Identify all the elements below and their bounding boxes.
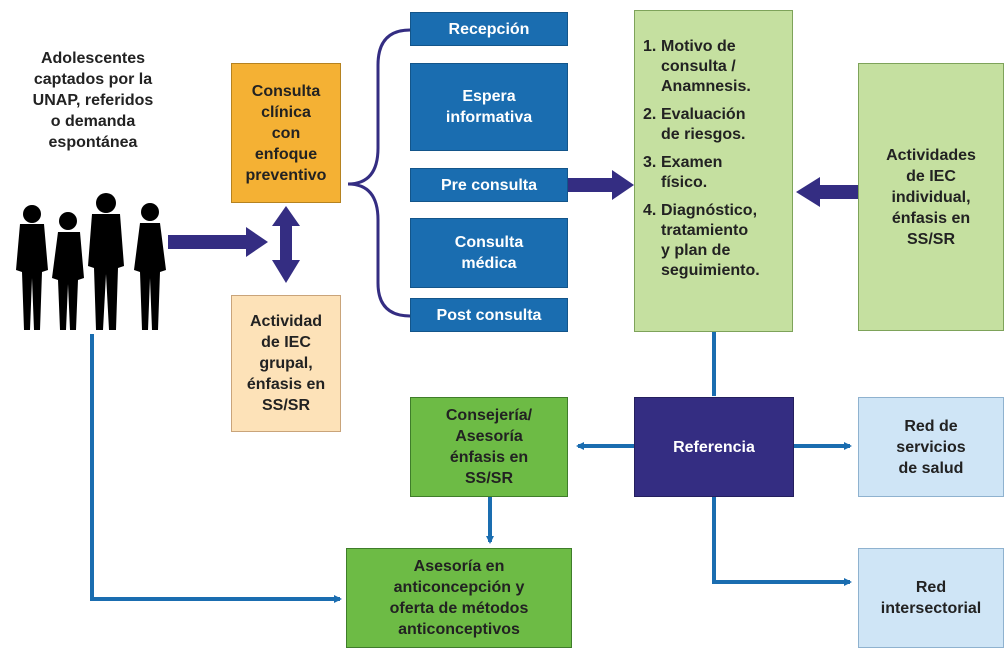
consulta-clinica-box[interactable]: Consulta clínica con enfoque preventivo (231, 63, 341, 203)
arrow-people-to-consulta (168, 227, 268, 257)
espera-informativa-label: Espera informativa (445, 88, 533, 126)
procedure-list-box[interactable]: 1. Motivo de consulta / Anamnesis. 2. Ev… (634, 10, 793, 332)
arrow-referencia-to-red-intersectorial (712, 496, 852, 586)
adolescents-silhouette-icon (16, 193, 166, 330)
pre-consulta-box[interactable]: Pre consulta (410, 168, 568, 202)
procedure-item-text: Diagnóstico, tratamiento y plan de segui… (661, 202, 760, 279)
procedure-item-number: 3. (643, 154, 657, 171)
actividades-individual-label: Actividades de IEC individual, énfasis e… (886, 146, 976, 248)
curly-bracket (347, 28, 411, 318)
referencia-box[interactable]: Referencia (634, 397, 794, 497)
procedure-item-number: 4. (643, 202, 657, 219)
procedure-item: 1. Motivo de consulta / Anamnesis. (643, 37, 786, 97)
post-consulta-box[interactable]: Post consulta (410, 298, 568, 332)
actividades-individual-box[interactable]: Actividades de IEC individual, énfasis e… (858, 63, 1004, 331)
procedure-item: 2. Evaluación de riesgos. (643, 105, 786, 145)
procedure-item-text: Evaluación de riesgos. (661, 106, 746, 143)
red-intersectorial-label: Red intersectorial (880, 579, 982, 617)
consulta-clinica-label: Consulta clínica con enfoque preventivo (245, 82, 327, 184)
consejeria-label: Consejería/ Asesoría énfasis en SS/SR (445, 407, 533, 487)
procedure-item: 4. Diagnóstico, tratamiento y plan de se… (643, 201, 786, 281)
procedure-item-number: 1. (643, 38, 657, 55)
recepcion-box[interactable]: Recepción (410, 12, 568, 46)
referencia-label: Referencia (673, 438, 755, 456)
asesoria-anticoncepcion-box[interactable]: Asesoría en anticoncepción y oferta de m… (346, 548, 572, 648)
red-intersectorial-box[interactable]: Red intersectorial (858, 548, 1004, 648)
consejeria-box[interactable]: Consejería/ Asesoría énfasis en SS/SR (410, 397, 568, 497)
double-arrow-consulta-grupal (272, 206, 300, 283)
recepcion-label: Recepción (448, 20, 530, 38)
adolescents-caption: Adolescentes captados por la UNAP, refer… (32, 50, 154, 151)
consulta-medica-box[interactable]: Consulta médica (410, 218, 568, 288)
consulta-medica-label: Consulta médica (454, 234, 524, 272)
red-servicios-salud-label: Red de servicios de salud (896, 417, 966, 477)
red-servicios-salud-box[interactable]: Red de servicios de salud (858, 397, 1004, 497)
actividad-grupal-box[interactable]: Actividad de IEC grupal, énfasis en SS/S… (231, 295, 341, 432)
arrow-preconsulta-to-procedure (568, 170, 634, 200)
arrow-individual-to-procedure (796, 177, 858, 207)
actividad-grupal-label: Actividad de IEC grupal, énfasis en SS/S… (246, 313, 326, 414)
procedure-item-number: 2. (643, 106, 657, 123)
asesoria-anticoncepcion-label: Asesoría en anticoncepción y oferta de m… (389, 558, 529, 638)
procedure-item-text: Motivo de consulta / Anamnesis. (661, 38, 751, 95)
pre-consulta-label: Pre consulta (440, 176, 538, 194)
espera-informativa-box[interactable]: Espera informativa (410, 63, 568, 151)
arrow-people-to-asesoria (90, 334, 342, 603)
procedure-item: 3. Examen físico. (643, 153, 786, 193)
procedure-item-text: Examen físico. (661, 154, 723, 191)
post-consulta-label: Post consulta (436, 306, 542, 324)
